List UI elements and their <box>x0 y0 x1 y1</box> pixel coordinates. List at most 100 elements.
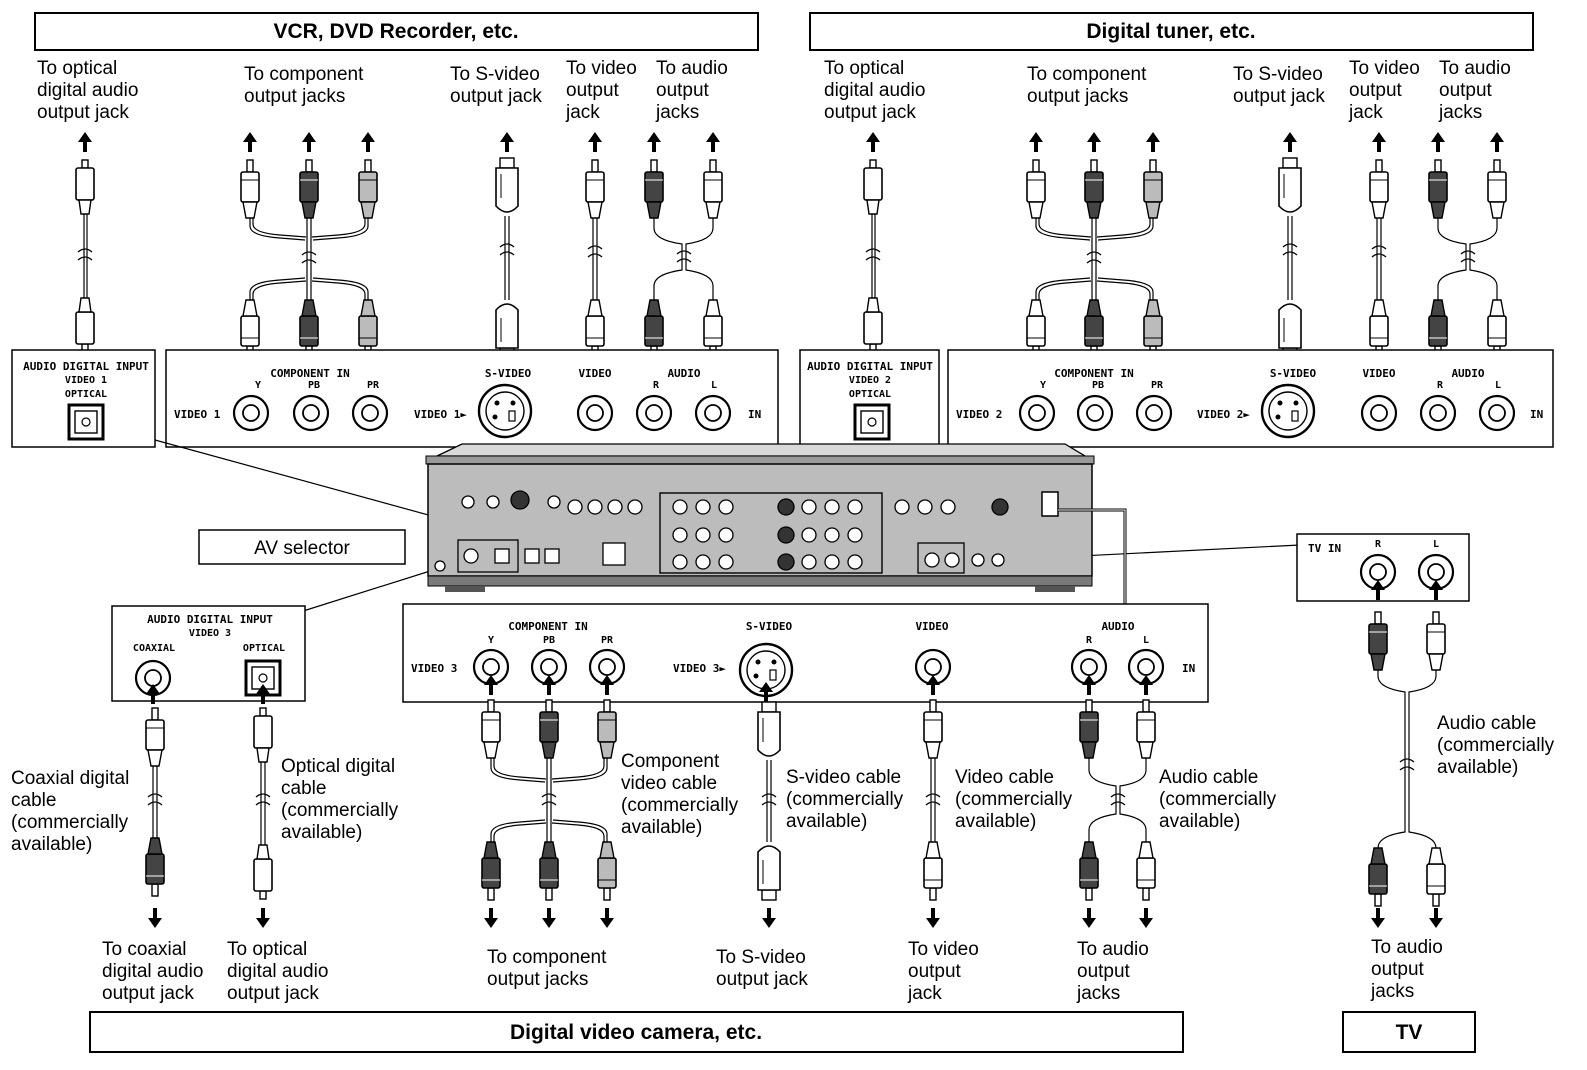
panel-video1-digital: AUDIO DIGITAL INPUT VIDEO 1 OPTICAL <box>11 349 156 448</box>
svg-text:IN: IN <box>748 408 761 421</box>
av-selector-label: AV selector <box>198 529 406 565</box>
svg-text:VIDEO 1: VIDEO 1 <box>174 408 221 421</box>
svg-text:VIDEO 3: VIDEO 3 <box>189 628 231 639</box>
svg-text:COMPONENT IN: COMPONENT IN <box>508 620 587 633</box>
svg-text:COMPONENT IN: COMPONENT IN <box>1054 367 1133 380</box>
header-tv-text: TV <box>1396 1021 1423 1044</box>
svg-text:L: L <box>1433 539 1439 550</box>
svg-text:OPTICAL: OPTICAL <box>243 643 285 654</box>
svg-text:TV IN: TV IN <box>1308 542 1341 555</box>
panel-tv-in: TV IN R L <box>1296 533 1470 602</box>
av-selector-text: AV selector <box>254 538 350 559</box>
svg-text:Y: Y <box>1040 380 1046 391</box>
svg-text:AUDIO: AUDIO <box>667 367 700 380</box>
svg-text:PR: PR <box>367 380 380 391</box>
svg-text:R: R <box>1437 380 1444 391</box>
svg-text:PR: PR <box>601 635 614 646</box>
av-receiver-rear <box>154 439 1301 620</box>
header-tuner: Digital tuner, etc. <box>809 12 1534 51</box>
optical-jack-video2 <box>853 403 891 441</box>
header-vcr: VCR, DVD Recorder, etc. <box>34 12 759 51</box>
header-tv: TV <box>1342 1011 1476 1053</box>
svg-text:L: L <box>1495 380 1501 391</box>
svg-text:PB: PB <box>543 635 555 646</box>
panel-video3-digital: AUDIO DIGITAL INPUT VIDEO 3 COAXIAL OPTI… <box>111 605 306 702</box>
svg-text:VIDEO 2: VIDEO 2 <box>956 408 1002 421</box>
svg-text:VIDEO 1►: VIDEO 1► <box>414 408 467 421</box>
svg-text:VIDEO 2►: VIDEO 2► <box>1197 408 1250 421</box>
cables-top-left <box>75 132 723 386</box>
panel-video2-digital: AUDIO DIGITAL INPUT VIDEO 2 OPTICAL <box>799 349 940 448</box>
header-vcr-text: VCR, DVD Recorder, etc. <box>273 20 518 43</box>
svg-text:AUDIO DIGITAL INPUT: AUDIO DIGITAL INPUT <box>23 360 149 373</box>
svg-text:S-VIDEO: S-VIDEO <box>485 367 532 380</box>
svg-text:AUDIO: AUDIO <box>1451 367 1484 380</box>
svg-text:VIDEO 2: VIDEO 2 <box>849 375 891 386</box>
svg-text:PB: PB <box>1092 380 1104 391</box>
svg-text:L: L <box>711 380 717 391</box>
svg-text:COMPONENT IN: COMPONENT IN <box>270 367 349 380</box>
panel-video3: COMPONENT IN Y PB PR VIDEO 3 S-VIDEO VID… <box>402 603 1209 703</box>
svg-text:VIDEO 1: VIDEO 1 <box>65 375 107 386</box>
svg-text:S-VIDEO: S-VIDEO <box>1270 367 1317 380</box>
svg-text:VIDEO: VIDEO <box>1362 367 1395 380</box>
svg-text:VIDEO: VIDEO <box>915 620 948 633</box>
svg-text:VIDEO 3►: VIDEO 3► <box>673 662 726 675</box>
header-camera-text: Digital video camera, etc. <box>510 1021 762 1044</box>
optical-jack-video1 <box>67 403 105 441</box>
svg-text:IN: IN <box>1182 662 1195 675</box>
cables-top-right <box>863 132 1507 386</box>
svg-text:R: R <box>1375 539 1382 550</box>
svg-text:VIDEO: VIDEO <box>578 367 611 380</box>
header-camera: Digital video camera, etc. <box>89 1011 1184 1053</box>
svg-text:OPTICAL: OPTICAL <box>849 389 891 400</box>
svg-text:L: L <box>1143 635 1149 646</box>
svg-text:AUDIO DIGITAL INPUT: AUDIO DIGITAL INPUT <box>807 360 933 373</box>
svg-text:VIDEO 3: VIDEO 3 <box>411 662 457 675</box>
receiver-jack-grid <box>457 492 965 574</box>
svg-text:OPTICAL: OPTICAL <box>65 389 107 400</box>
svg-text:IN: IN <box>1530 408 1543 421</box>
svg-text:AUDIO: AUDIO <box>1101 620 1134 633</box>
panel-video1: COMPONENT IN Y PB PR VIDEO 1 S-VIDEO VID… <box>165 349 779 448</box>
cables-bottom <box>145 580 1446 928</box>
svg-text:Y: Y <box>488 635 494 646</box>
svg-text:S-VIDEO: S-VIDEO <box>746 620 793 633</box>
panel-video2: COMPONENT IN Y PB PR VIDEO 2 S-VIDEO VID… <box>947 349 1554 448</box>
svg-text:R: R <box>653 380 660 391</box>
svg-text:AUDIO DIGITAL INPUT: AUDIO DIGITAL INPUT <box>147 613 273 626</box>
svg-text:Y: Y <box>255 380 261 391</box>
svg-text:R: R <box>1086 635 1093 646</box>
header-tuner-text: Digital tuner, etc. <box>1086 20 1255 43</box>
svg-text:COAXIAL: COAXIAL <box>133 643 175 654</box>
svg-text:PR: PR <box>1151 380 1164 391</box>
